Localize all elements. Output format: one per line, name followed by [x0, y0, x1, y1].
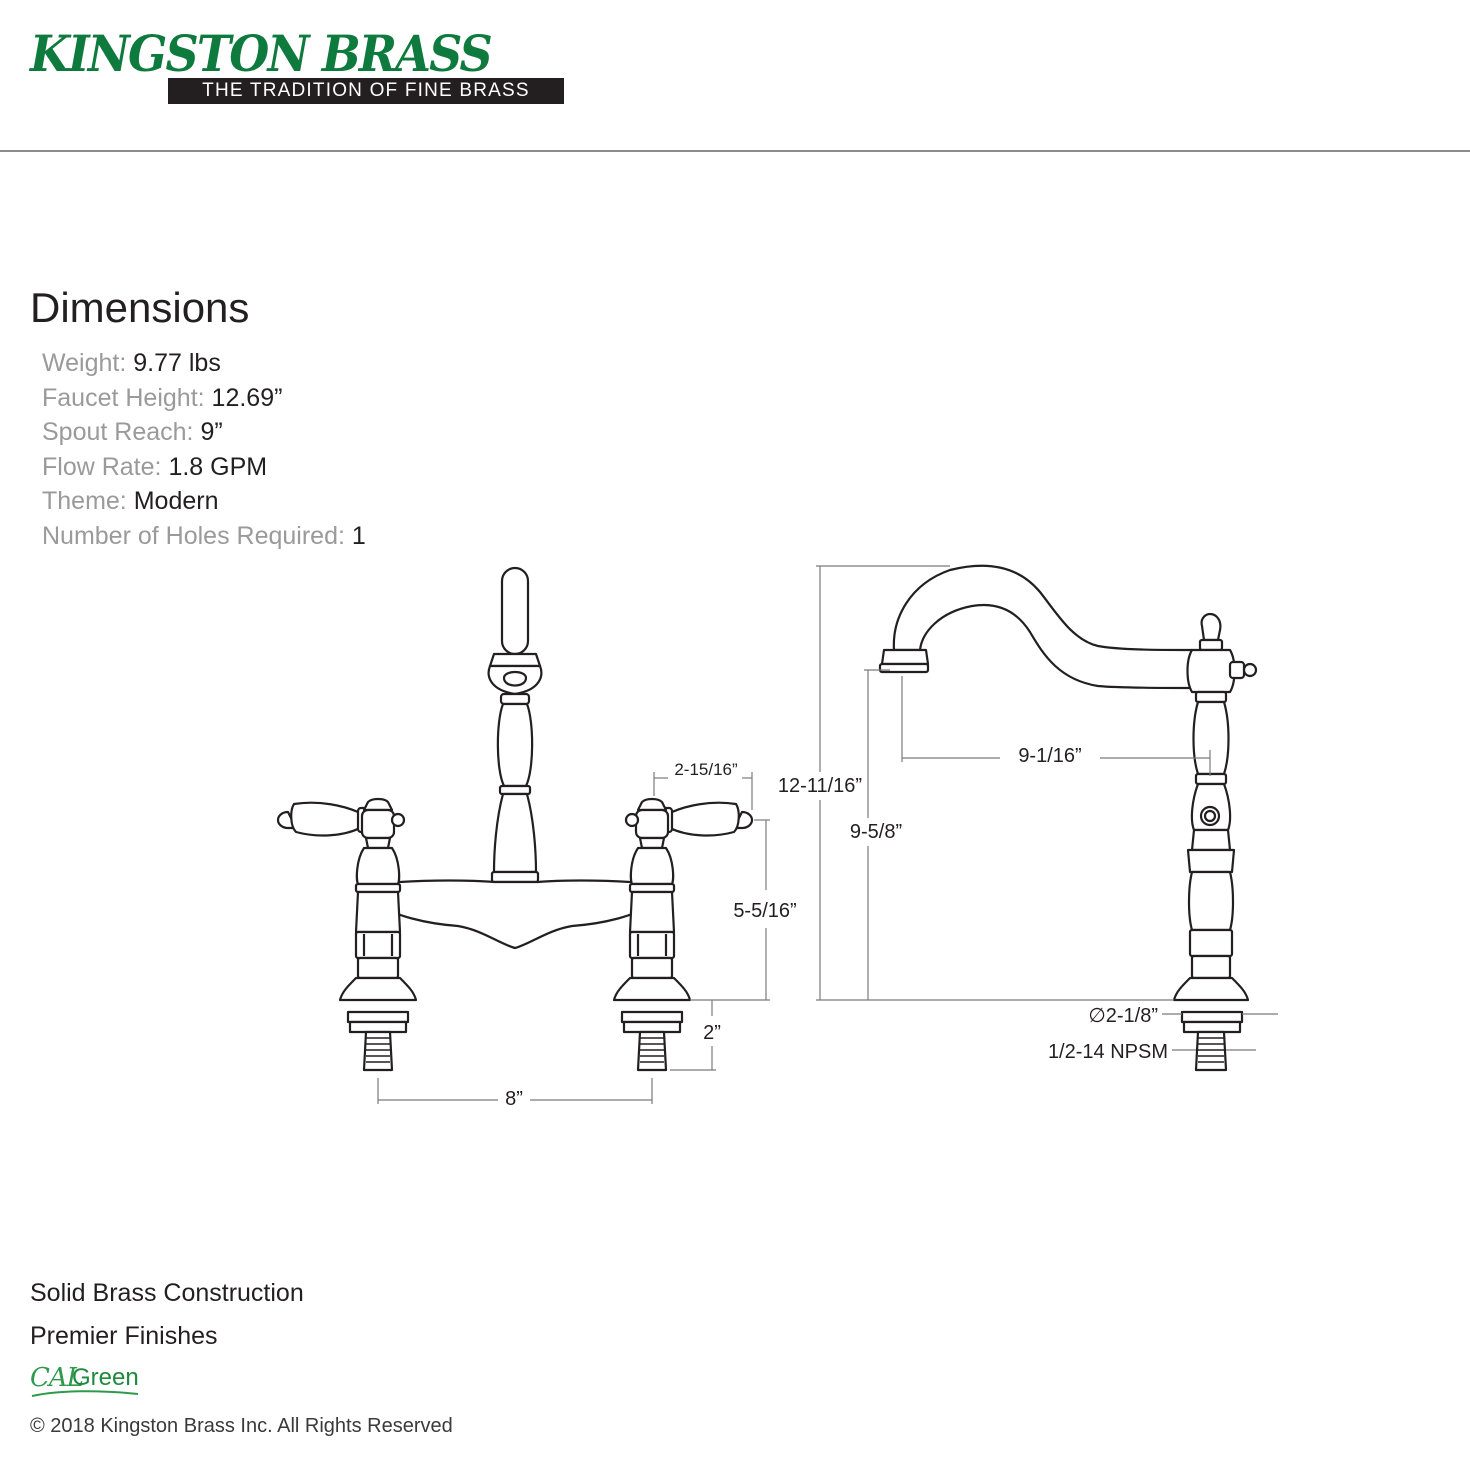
dim-thread: 1/2-14 NPSM — [1048, 1041, 1168, 1063]
spec-value: 1 — [351, 521, 366, 550]
header-divider — [0, 150, 1470, 152]
spout — [892, 564, 1194, 690]
right-handle — [612, 797, 754, 1072]
spec-row-flow-rate: Flow Rate: 1.8 GPM — [42, 450, 366, 485]
side-dimension-lines — [816, 565, 1278, 1051]
spec-list: Weight: 9.77 lbs Faucet Height: 12.69” S… — [42, 346, 366, 553]
dimensions-title: Dimensions — [30, 284, 250, 331]
spec-label: Faucet Height: — [42, 383, 205, 412]
calgreen-green: Green — [72, 1364, 139, 1391]
spec-label: Weight: — [42, 349, 127, 377]
dim-handle-length: 2-15/16” — [674, 760, 738, 779]
side-view — [878, 564, 1258, 1072]
copyright-text: © 2018 Kingston Brass Inc. All Rights Re… — [30, 1415, 453, 1437]
side-body — [1172, 612, 1258, 1072]
calgreen-cal: CAL — [30, 1363, 84, 1393]
spec-label: Flow Rate: — [42, 452, 162, 481]
brand-tagline: THE TRADITION OF FINE BRASS — [168, 78, 564, 104]
spec-row-theme: Theme: Modern — [42, 484, 366, 519]
spec-value: 12.69” — [211, 383, 283, 412]
feature-item: Solid Brass Construction — [30, 1279, 304, 1307]
spec-value: 9.77 lbs — [133, 349, 221, 377]
dim-shank-length: 2” — [703, 1022, 721, 1044]
brand-name: KINGSTON BRASS — [30, 24, 493, 83]
front-dimension-lines — [377, 772, 770, 1104]
spec-row-spout-reach: Spout Reach: 9” — [42, 415, 366, 450]
spec-label: Number of Holes Required: — [42, 521, 345, 550]
spec-row-weight: Weight: 9.77 lbs — [42, 346, 366, 381]
center-sprayer — [487, 566, 543, 884]
dim-deck-to-handle: 5-5/16” — [733, 900, 796, 922]
left-handle — [276, 797, 418, 1072]
calgreen-logo: CAL Green — [30, 1360, 190, 1400]
spec-value: 1.8 GPM — [168, 452, 268, 481]
spec-value: Modern — [133, 487, 219, 515]
spec-row-holes: Number of Holes Required: 1 — [42, 519, 366, 554]
dim-base-diameter: ∅2-1/8” — [1088, 1005, 1158, 1027]
dim-overall-height: 12-11/16” — [778, 775, 862, 797]
spec-label: Theme: — [42, 487, 127, 515]
spec-value: 9” — [200, 418, 223, 446]
feature-list: Solid Brass Construction Premier Finishe… — [30, 1272, 304, 1358]
front-view — [276, 566, 754, 1072]
calgreen-swoosh-icon — [31, 1390, 139, 1397]
spec-label: Spout Reach: — [42, 418, 194, 446]
dim-spout-height: 9-5/8” — [850, 821, 902, 843]
feature-item: Premier Finishes — [30, 1322, 218, 1350]
dim-center-spacing: 8” — [505, 1088, 523, 1110]
bridge-body — [376, 879, 654, 950]
spec-row-faucet-height: Faucet Height: 12.69” — [42, 381, 366, 416]
dim-spout-reach: 9-1/16” — [1018, 745, 1081, 767]
brand-logo: KINGSTON BRASS THE TRADITION OF FINE BRA… — [30, 26, 570, 110]
